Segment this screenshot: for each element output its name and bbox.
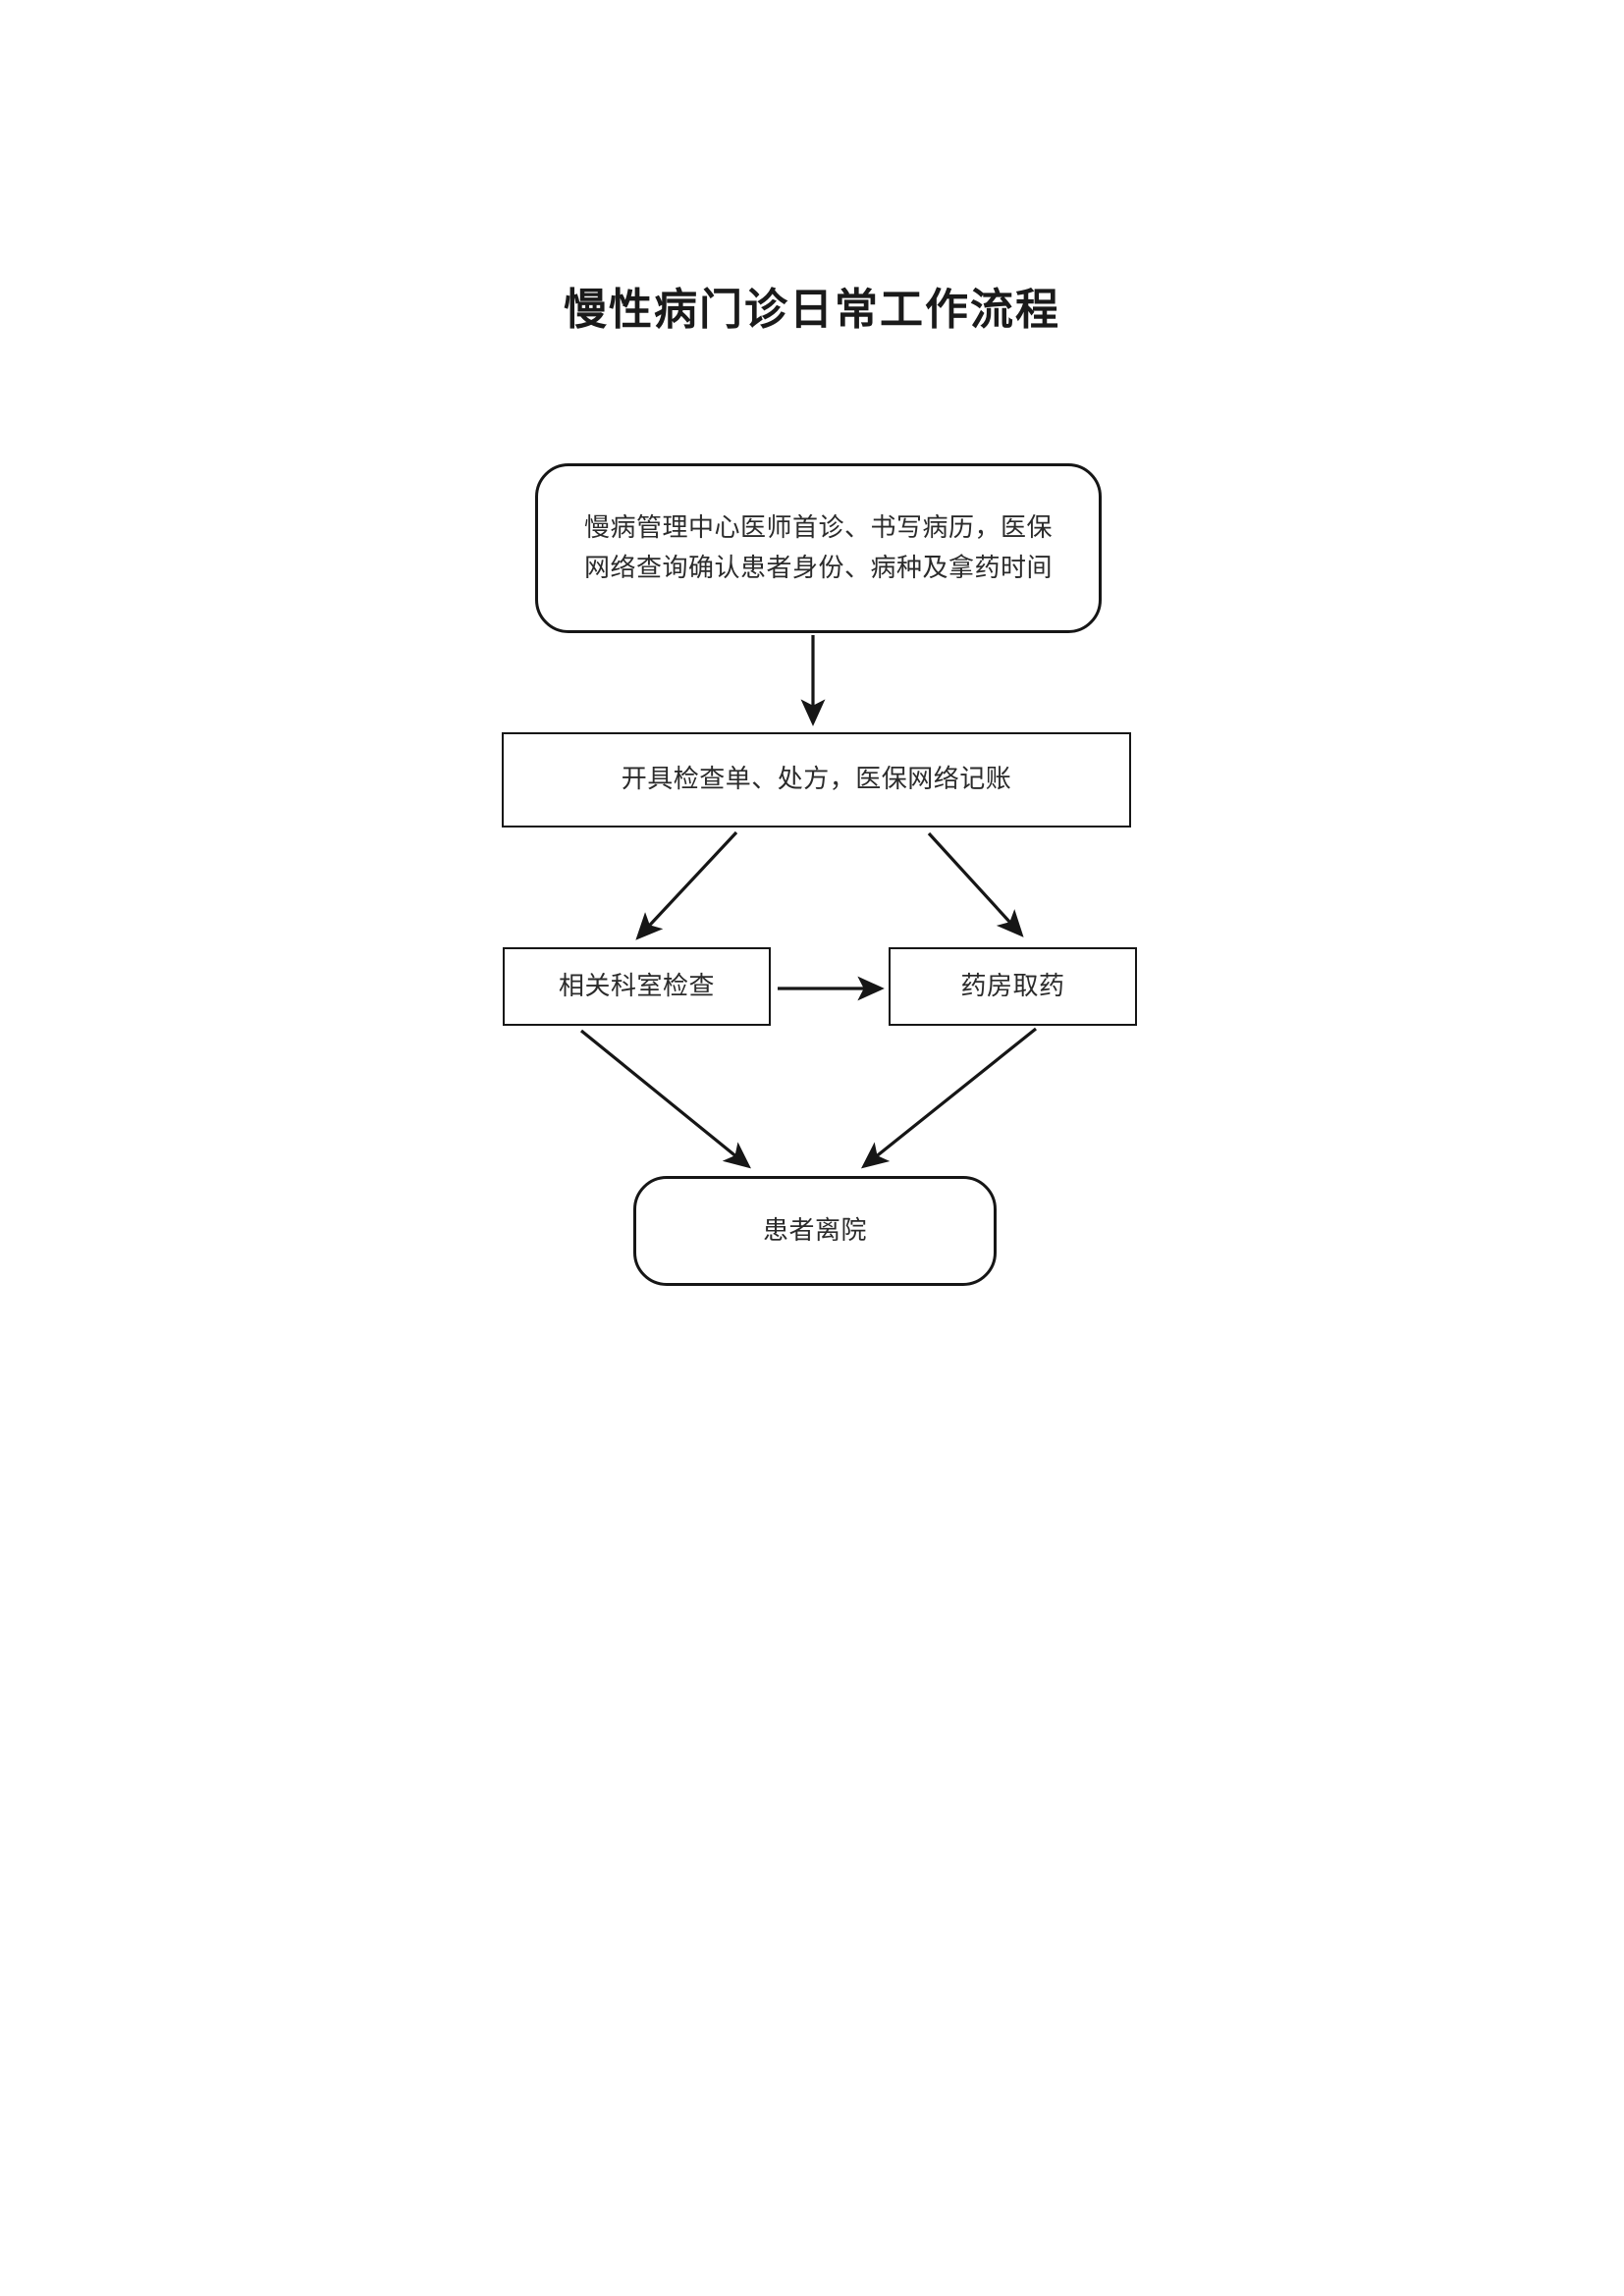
edge-orders-to-pharmacy: [927, 831, 1024, 937]
flow-node-exam-label: 相关科室检查: [558, 971, 715, 1000]
edge-exam-to-discharge: [579, 1029, 751, 1169]
page-title: 慢性病门诊日常工作流程: [564, 286, 1060, 334]
edge-orders-to-exam: [635, 830, 738, 940]
flow-node-intake[interactable]: 慢病管理中心医师首诊、书写病历，医保 网络查询确认患者身份、病种及拿药时间: [535, 463, 1102, 633]
edge-pharmacy-to-discharge: [861, 1027, 1037, 1169]
flow-node-orders-label: 开具检查单、处方，医保网络记账: [621, 765, 1012, 794]
flow-node-discharge-label: 患者离院: [762, 1215, 867, 1245]
flow-node-pharmacy-label: 药房取药: [960, 971, 1065, 1000]
flow-node-intake-label: 慢病管理中心医师首诊、书写病历，医保 网络查询确认患者身份、病种及拿药时间: [583, 513, 1053, 582]
flow-node-orders[interactable]: 开具检查单、处方，医保网络记账: [502, 732, 1131, 828]
flow-node-pharmacy[interactable]: 药房取药: [889, 947, 1137, 1026]
flow-node-exam[interactable]: 相关科室检查: [503, 947, 771, 1026]
flow-node-discharge[interactable]: 患者离院: [633, 1176, 997, 1286]
